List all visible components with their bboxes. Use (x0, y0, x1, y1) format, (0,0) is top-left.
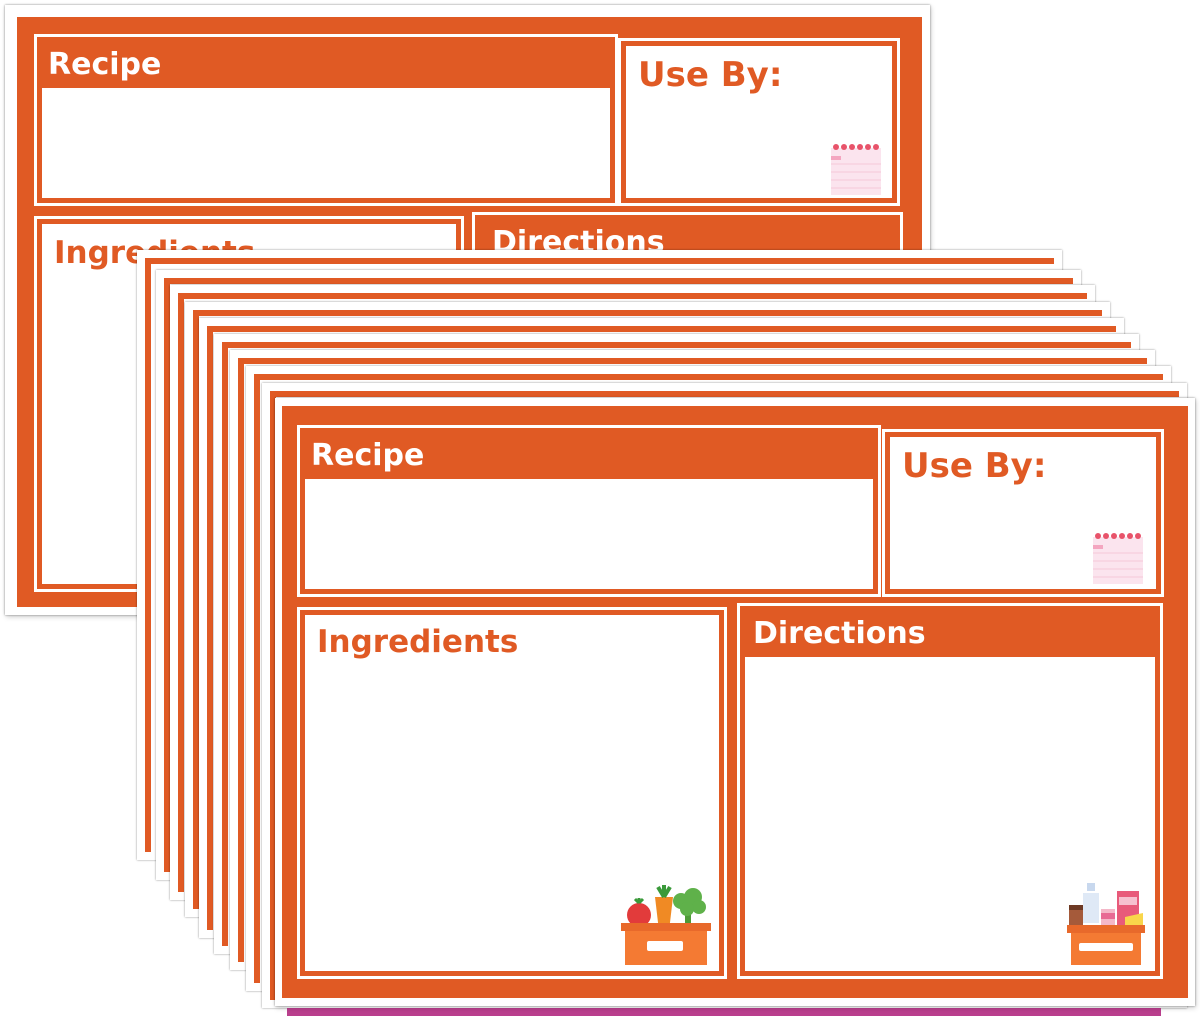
front-ingredients-panel: Ingredients (300, 610, 724, 976)
calendar-icon (831, 144, 881, 195)
front-recipe-card: Recipe Use By: Ingredients (275, 398, 1195, 1006)
front-use-by-panel: Use By: (885, 432, 1161, 594)
back-recipe-panel: Recipe (37, 37, 615, 203)
calendar-icon (1093, 533, 1143, 584)
bottom-color-strip (287, 1008, 1161, 1016)
back-use-by-label: Use By: (638, 55, 783, 95)
back-use-by-panel: Use By: (621, 41, 897, 203)
front-use-by-label: Use By: (902, 446, 1047, 486)
vegetable-crate-icon (621, 885, 711, 965)
front-directions-label: Directions (753, 616, 926, 651)
front-ingredients-label: Ingredients (317, 624, 519, 660)
front-directions-panel: Directions (740, 606, 1160, 976)
back-recipe-label: Recipe (48, 47, 162, 82)
front-recipe-panel: Recipe (300, 428, 878, 594)
groceries-box-icon (1067, 883, 1145, 965)
front-recipe-label: Recipe (311, 438, 425, 473)
